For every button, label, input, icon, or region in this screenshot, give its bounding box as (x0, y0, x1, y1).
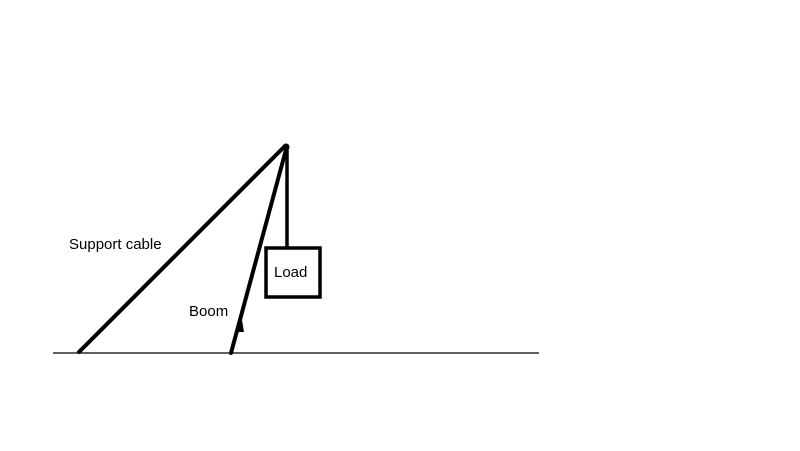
boom-label: Boom (189, 303, 228, 320)
boom-arrow-mark (238, 320, 244, 332)
boom-line (229, 144, 289, 355)
support-cable-label: Support cable (69, 236, 162, 253)
support-cable-line (77, 144, 287, 354)
load-box (264, 246, 322, 299)
load-label: Load (274, 264, 307, 281)
